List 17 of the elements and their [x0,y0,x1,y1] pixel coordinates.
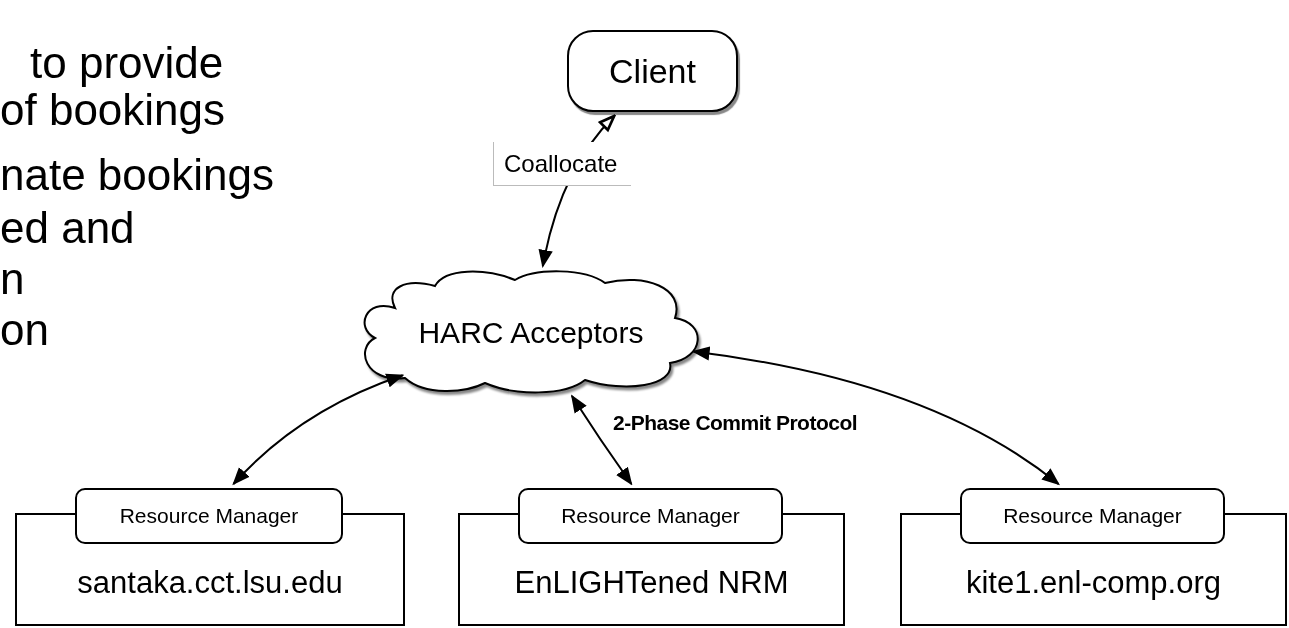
client-box: Client [567,30,738,112]
tab-heading: Resource Manager [75,488,343,544]
host-name: EnLIGHTened NRM [513,564,790,602]
arrow [691,346,1060,486]
host-name: santaka.cct.lsu.edu [76,564,344,602]
slide-text: nate bookings [0,150,274,200]
slide-text: to provide [30,38,224,88]
arrow [570,394,633,486]
edge-label: Coallocate [493,142,632,186]
tab-heading: Resource Manager [960,488,1225,544]
node-label: HARC Acceptors [418,314,644,351]
host-name: kite1.enl-comp.org [965,564,1222,602]
slide-text: ed and [0,203,135,253]
arrow [232,374,405,486]
slide-text: n [0,254,25,304]
slide-text: on [0,305,49,355]
tab-heading: Resource Manager [518,488,783,544]
